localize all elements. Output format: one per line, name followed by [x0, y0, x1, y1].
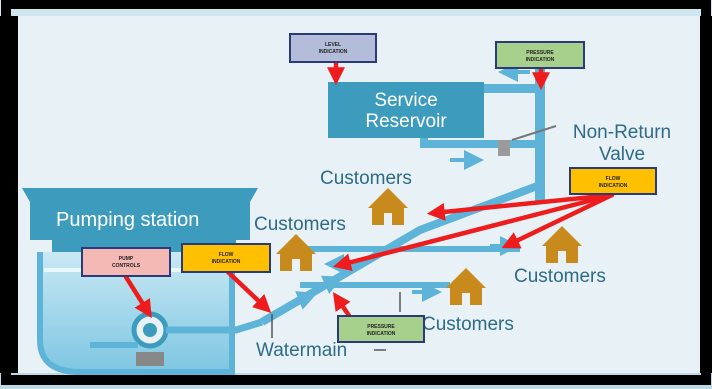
- house-icon: [542, 226, 582, 263]
- pressure-indicator-bottom-box: PRESSURE INDICATION: [337, 315, 425, 343]
- indicator-arrows: [123, 59, 615, 323]
- pump-controls-box: PUMP CONTROLS: [81, 247, 171, 277]
- service-reservoir-label-2: Reservoir: [365, 111, 447, 132]
- service-reservoir: Service Reservoir: [328, 82, 484, 138]
- customers-label: Customers: [320, 168, 412, 189]
- pump-controls-line-2: CONTROLS: [112, 263, 141, 269]
- flow-right-line-2: INDICATION: [599, 183, 628, 189]
- pump-controls-line-1: PUMP: [119, 256, 134, 262]
- non-return-valve-label-2: Valve: [599, 144, 645, 165]
- customers-label: Customers: [422, 314, 514, 335]
- level-indicator-line-2: INDICATION: [319, 49, 348, 55]
- flow-right-line-1: FLOW: [606, 176, 621, 182]
- house-icon: [368, 188, 408, 225]
- flow-left-line-1: FLOW: [219, 252, 234, 258]
- level-indicator-box: LEVEL INDICATION: [289, 33, 377, 63]
- pumping-station-label: Pumping station: [56, 209, 199, 231]
- level-indicator-line-1: LEVEL: [325, 42, 341, 48]
- flow-indicator-right-box: FLOW INDICATION: [569, 167, 657, 195]
- pressure-top-line-2: INDICATION: [526, 57, 555, 63]
- pumping-station: Pumping station: [22, 188, 258, 375]
- non-return-valve: [498, 140, 510, 156]
- pressure-top-line-1: PRESSURE: [526, 50, 554, 56]
- customers-label: Customers: [514, 266, 606, 287]
- service-reservoir-label-1: Service: [374, 90, 437, 111]
- flow-left-line-2: INDICATION: [212, 259, 241, 265]
- customers-label: Customers: [254, 214, 346, 235]
- pressure-indicator-top-box: PRESSURE INDICATION: [495, 41, 585, 69]
- watermain-label: Watermain: [256, 340, 347, 361]
- valve-leader-line: [511, 125, 557, 141]
- house-icon: [276, 234, 316, 271]
- pressure-bottom-line-1: PRESSURE: [367, 324, 395, 330]
- non-return-valve-label-1: Non-Return: [573, 122, 671, 143]
- flow-indicator-left-box: FLOW INDICATION: [181, 243, 271, 273]
- house-icon: [446, 268, 486, 305]
- pressure-bottom-line-2: INDICATION: [367, 331, 396, 337]
